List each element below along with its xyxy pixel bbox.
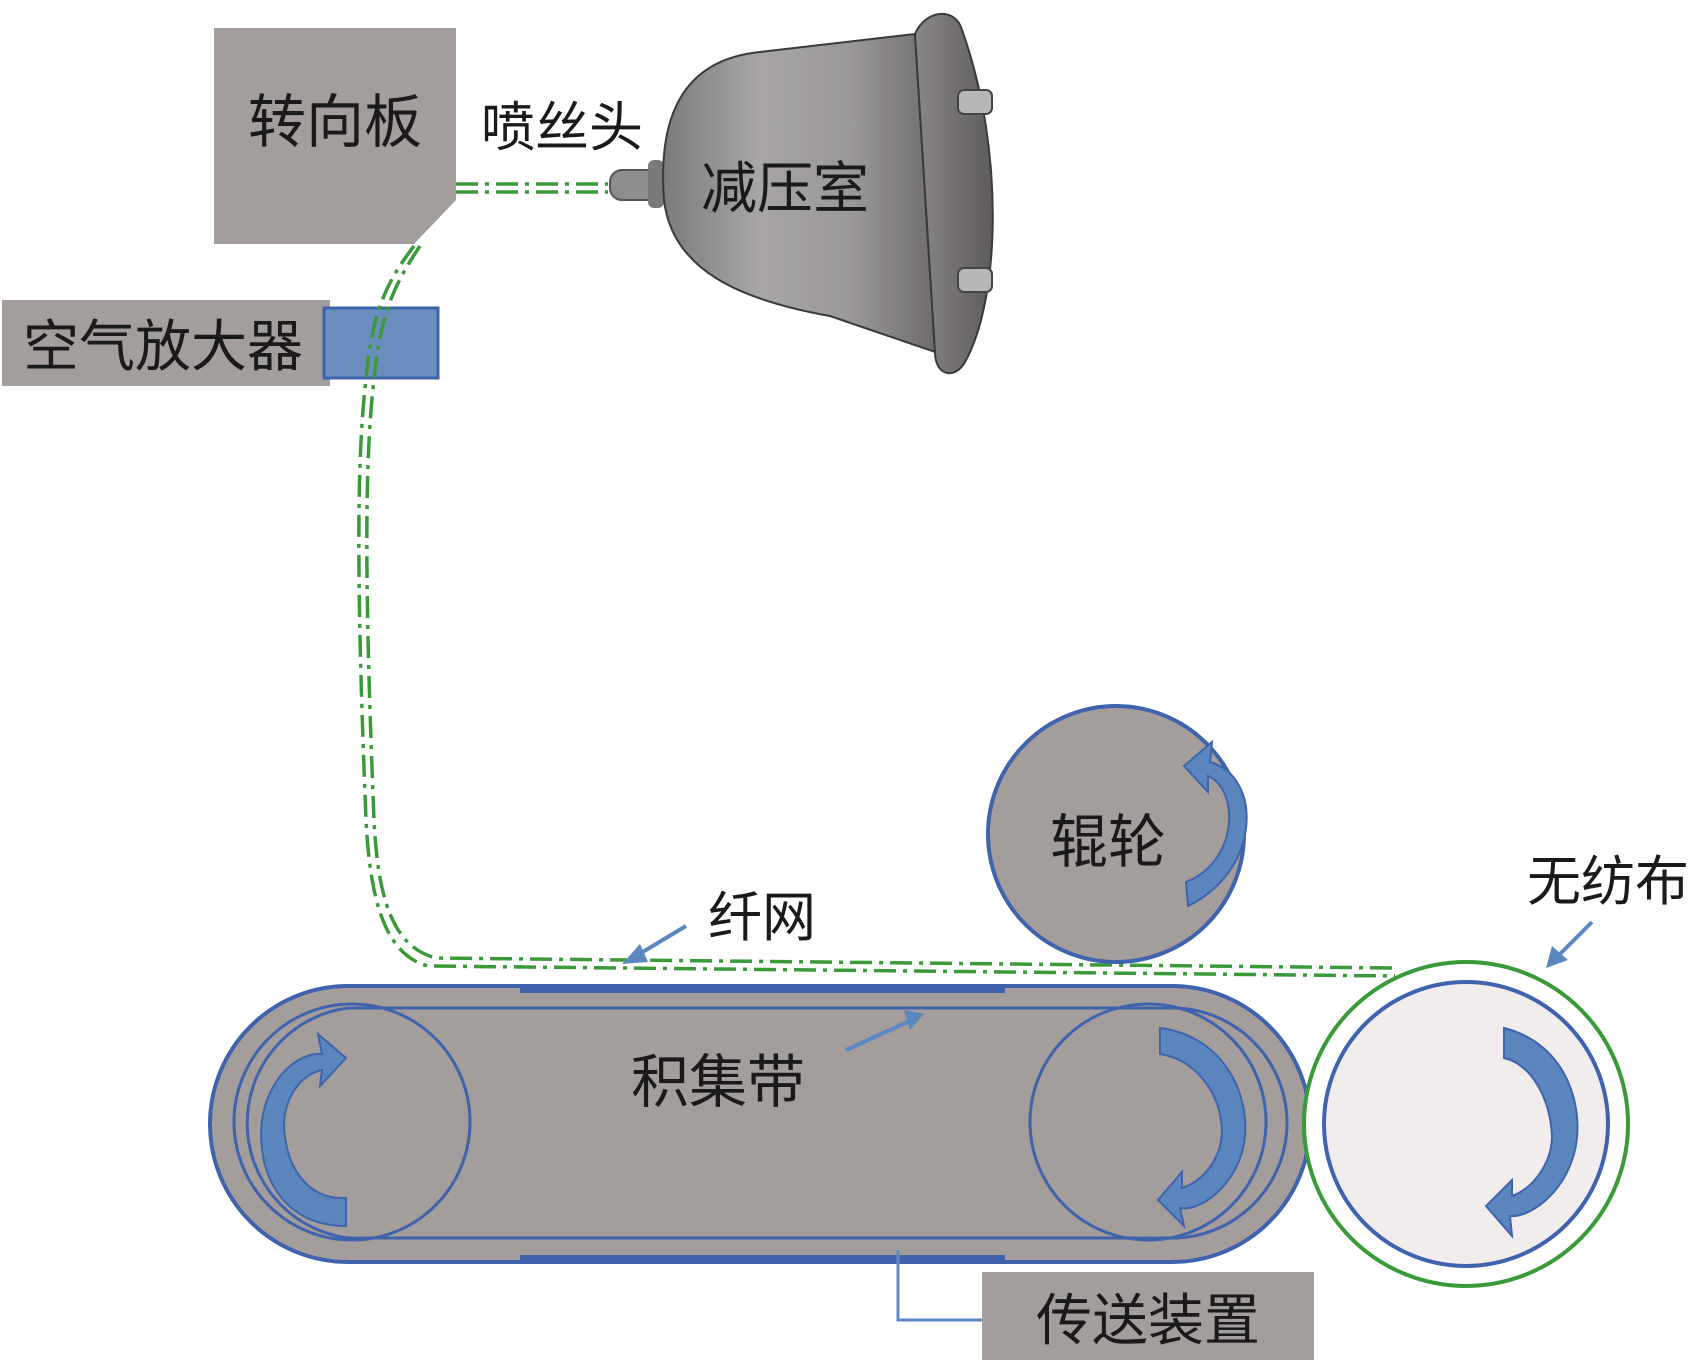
decompression-chamber-label: 减压室 xyxy=(701,157,869,222)
left-pulley-rotation-arrow xyxy=(260,1031,348,1228)
nonwoven-label: 无纺布 xyxy=(1527,850,1689,913)
deflector-plate: 转向板 xyxy=(214,28,456,244)
decompression-chamber: 减压室 xyxy=(609,13,994,375)
conveyor-label: 传送装置 xyxy=(1036,1289,1260,1354)
nonwoven-callout: 无纺布 xyxy=(1527,850,1689,968)
spinneret-label: 喷丝头 xyxy=(481,96,643,159)
roller: 辊轮 xyxy=(986,704,1248,964)
fiber-web-callout: 纤网 xyxy=(622,886,816,964)
fiber-web-label: 纤网 xyxy=(708,886,816,949)
collector-belt-callout xyxy=(845,1010,924,1052)
deflector-label: 转向板 xyxy=(248,88,422,156)
right-pulley-rotation-arrow xyxy=(1156,1026,1247,1230)
air-amplifier-label: 空气放大器 xyxy=(23,315,303,380)
air-amplifier: 空气放大器 xyxy=(2,300,440,386)
collector-belt-label: 积集带 xyxy=(631,1048,805,1116)
roller-label: 辊轮 xyxy=(1050,808,1166,876)
fiber-filament-path xyxy=(357,182,1396,978)
conveyor-callout: 传送装置 xyxy=(896,1250,1314,1360)
conveyor-belt-assembly: 积集带 xyxy=(208,984,1312,1264)
nonwoven-rotation-arrow xyxy=(1484,1026,1579,1240)
nonwoven-roll xyxy=(1302,960,1630,1288)
